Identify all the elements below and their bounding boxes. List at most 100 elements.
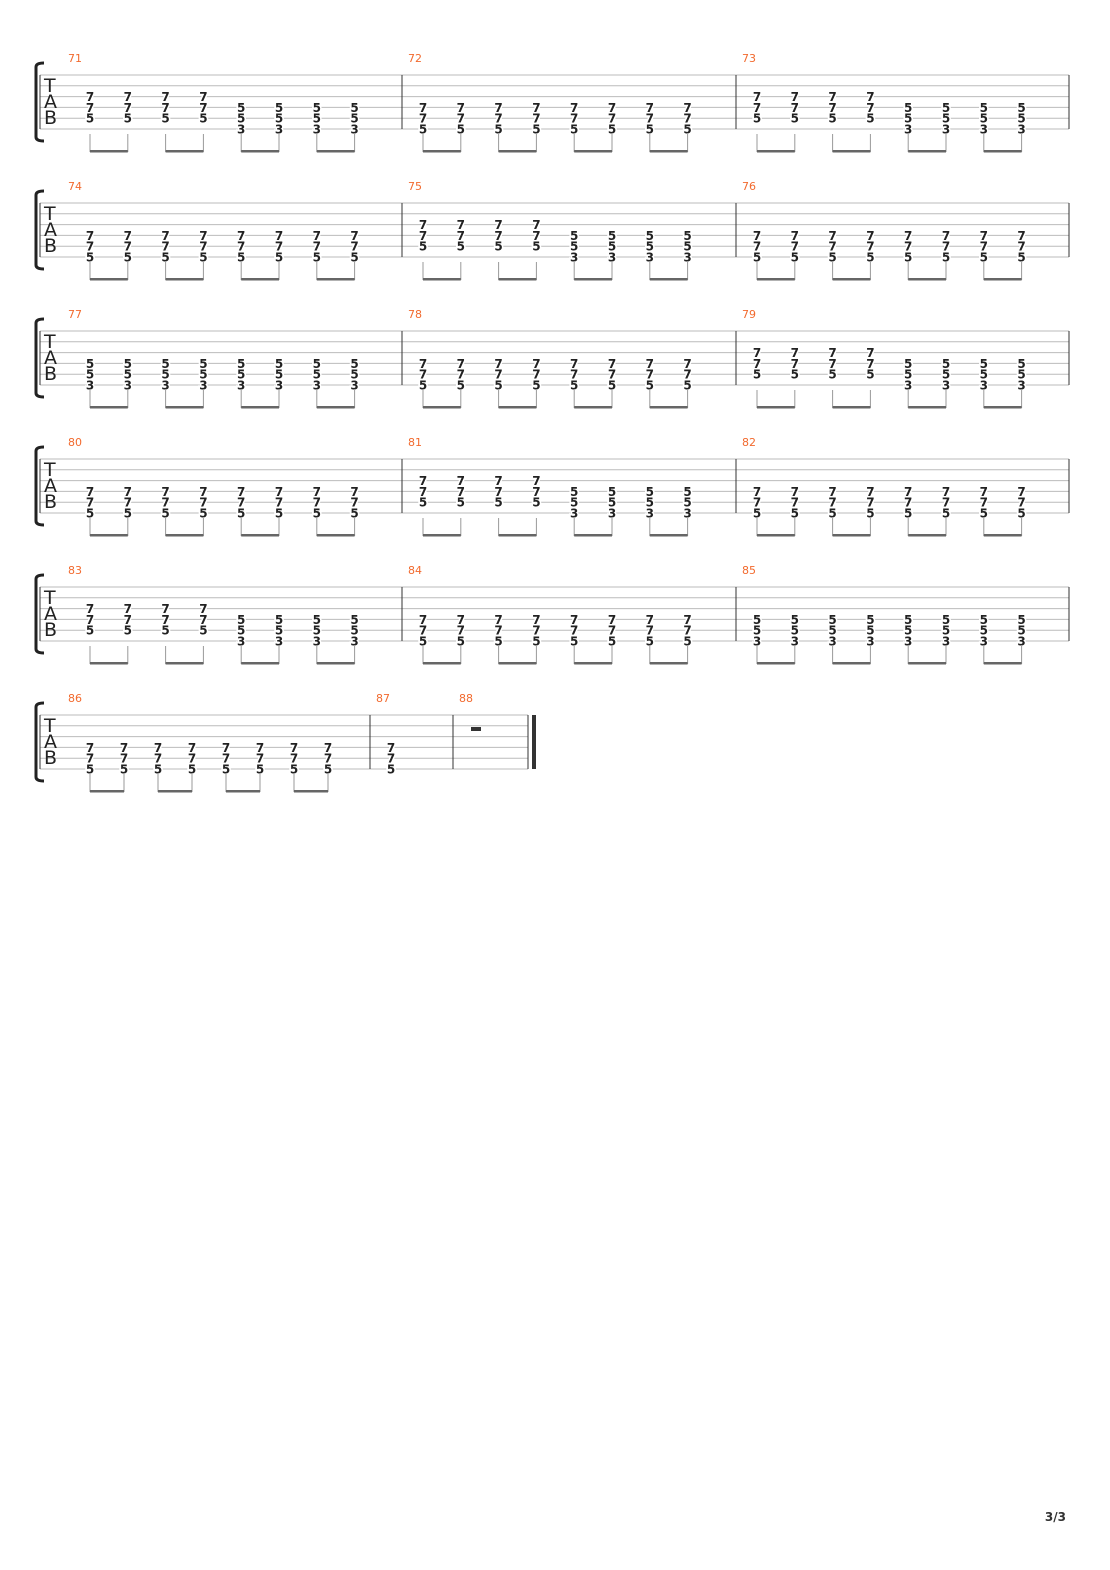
fret-number: 5	[570, 635, 578, 649]
fret-number: 5	[828, 112, 836, 126]
chord: 553	[198, 355, 209, 408]
chord: 553	[160, 355, 171, 408]
chord: 775	[122, 601, 133, 664]
fret-number: 5	[942, 112, 950, 126]
fret-number: 5	[866, 112, 874, 126]
eighth-beam	[983, 662, 1022, 665]
fret-number: 3	[275, 635, 283, 649]
fret-number: 7	[532, 112, 540, 126]
fret-number: 5	[532, 496, 540, 510]
eighth-beam	[757, 662, 795, 665]
eighth-beam	[90, 662, 128, 665]
eighth-beam	[574, 406, 612, 409]
chord: 553	[311, 611, 322, 664]
fret-number: 7	[828, 357, 836, 371]
fret-number: 5	[199, 251, 207, 265]
fret-number: 5	[866, 251, 874, 265]
chord: 775	[682, 99, 693, 152]
eighth-beam	[908, 406, 946, 409]
fret-number: 7	[646, 368, 654, 382]
chord: 775	[236, 227, 247, 280]
fret-number: 5	[866, 624, 874, 638]
fret-number: 3	[608, 507, 616, 521]
fret-number: 3	[904, 379, 912, 393]
fret-number: 7	[188, 752, 196, 766]
fret-number: 5	[570, 229, 578, 243]
fret-number: 5	[1017, 507, 1025, 521]
chord: 775	[682, 355, 693, 408]
eighth-beam	[241, 150, 279, 153]
fret-number: 7	[154, 741, 162, 755]
fret-number: 7	[608, 357, 616, 371]
fret-number: 7	[532, 229, 540, 243]
chord: 775	[417, 217, 429, 280]
fret-number: 5	[683, 229, 691, 243]
fret-number: 7	[457, 218, 465, 232]
eighth-beam	[294, 790, 328, 793]
fret-number: 7	[313, 485, 321, 499]
fret-number: 5	[494, 240, 502, 254]
fret-number: 5	[161, 357, 169, 371]
fret-number: 5	[532, 123, 540, 137]
fret-number: 5	[237, 251, 245, 265]
chord: 553	[84, 355, 96, 408]
fret-number: 5	[608, 123, 616, 137]
fret-number: 3	[980, 635, 988, 649]
fret-number: 7	[419, 218, 427, 232]
fret-number: 7	[86, 229, 94, 243]
measure-number: 87	[376, 692, 390, 705]
eighth-beam	[165, 662, 204, 665]
fret-number: 7	[494, 368, 502, 382]
tab-clef-letter: B	[44, 363, 57, 385]
eighth-beam	[423, 534, 461, 537]
fret-number: 3	[570, 507, 578, 521]
chord: 775	[84, 227, 96, 280]
chord: 775	[417, 473, 429, 536]
chord: 775	[865, 483, 876, 536]
chord: 775	[160, 483, 171, 536]
fret-number: 5	[350, 613, 358, 627]
fret-number: 5	[828, 613, 836, 627]
fret-number: 5	[1017, 357, 1025, 371]
fret-number: 3	[313, 379, 321, 393]
fret-number: 5	[828, 251, 836, 265]
chord: 775	[940, 227, 952, 280]
chord: 775	[606, 99, 618, 152]
eighth-beam	[832, 406, 871, 409]
tab-system: TAB8377577577577555355355355384775775775…	[34, 564, 1070, 665]
fret-number: 7	[828, 240, 836, 254]
fret-number: 7	[608, 101, 616, 115]
fret-number: 3	[646, 251, 654, 265]
chord: 775	[531, 217, 542, 280]
fret-number: 3	[683, 251, 691, 265]
fret-number: 7	[532, 613, 540, 627]
eighth-beam	[832, 278, 871, 281]
fret-number: 5	[161, 507, 169, 521]
fret-number: 3	[866, 635, 874, 649]
fret-number: 7	[570, 624, 578, 638]
fret-number: 7	[683, 613, 691, 627]
fret-number: 5	[904, 112, 912, 126]
fret-number: 5	[419, 379, 427, 393]
fret-number: 7	[753, 357, 761, 371]
fret-number: 3	[86, 379, 94, 393]
fret-number: 5	[904, 507, 912, 521]
fret-number: 5	[942, 101, 950, 115]
fret-number: 7	[387, 752, 395, 766]
tab-clef-letter: A	[44, 603, 57, 625]
chord: 775	[417, 611, 429, 664]
measure-number: 78	[408, 308, 422, 321]
chord: 775	[978, 483, 989, 536]
fret-number: 7	[86, 613, 94, 627]
measure: 88	[459, 692, 481, 731]
fret-number: 5	[86, 251, 94, 265]
fret-number: 7	[866, 101, 874, 115]
fret-number: 5	[457, 635, 465, 649]
fret-number: 5	[86, 763, 94, 777]
